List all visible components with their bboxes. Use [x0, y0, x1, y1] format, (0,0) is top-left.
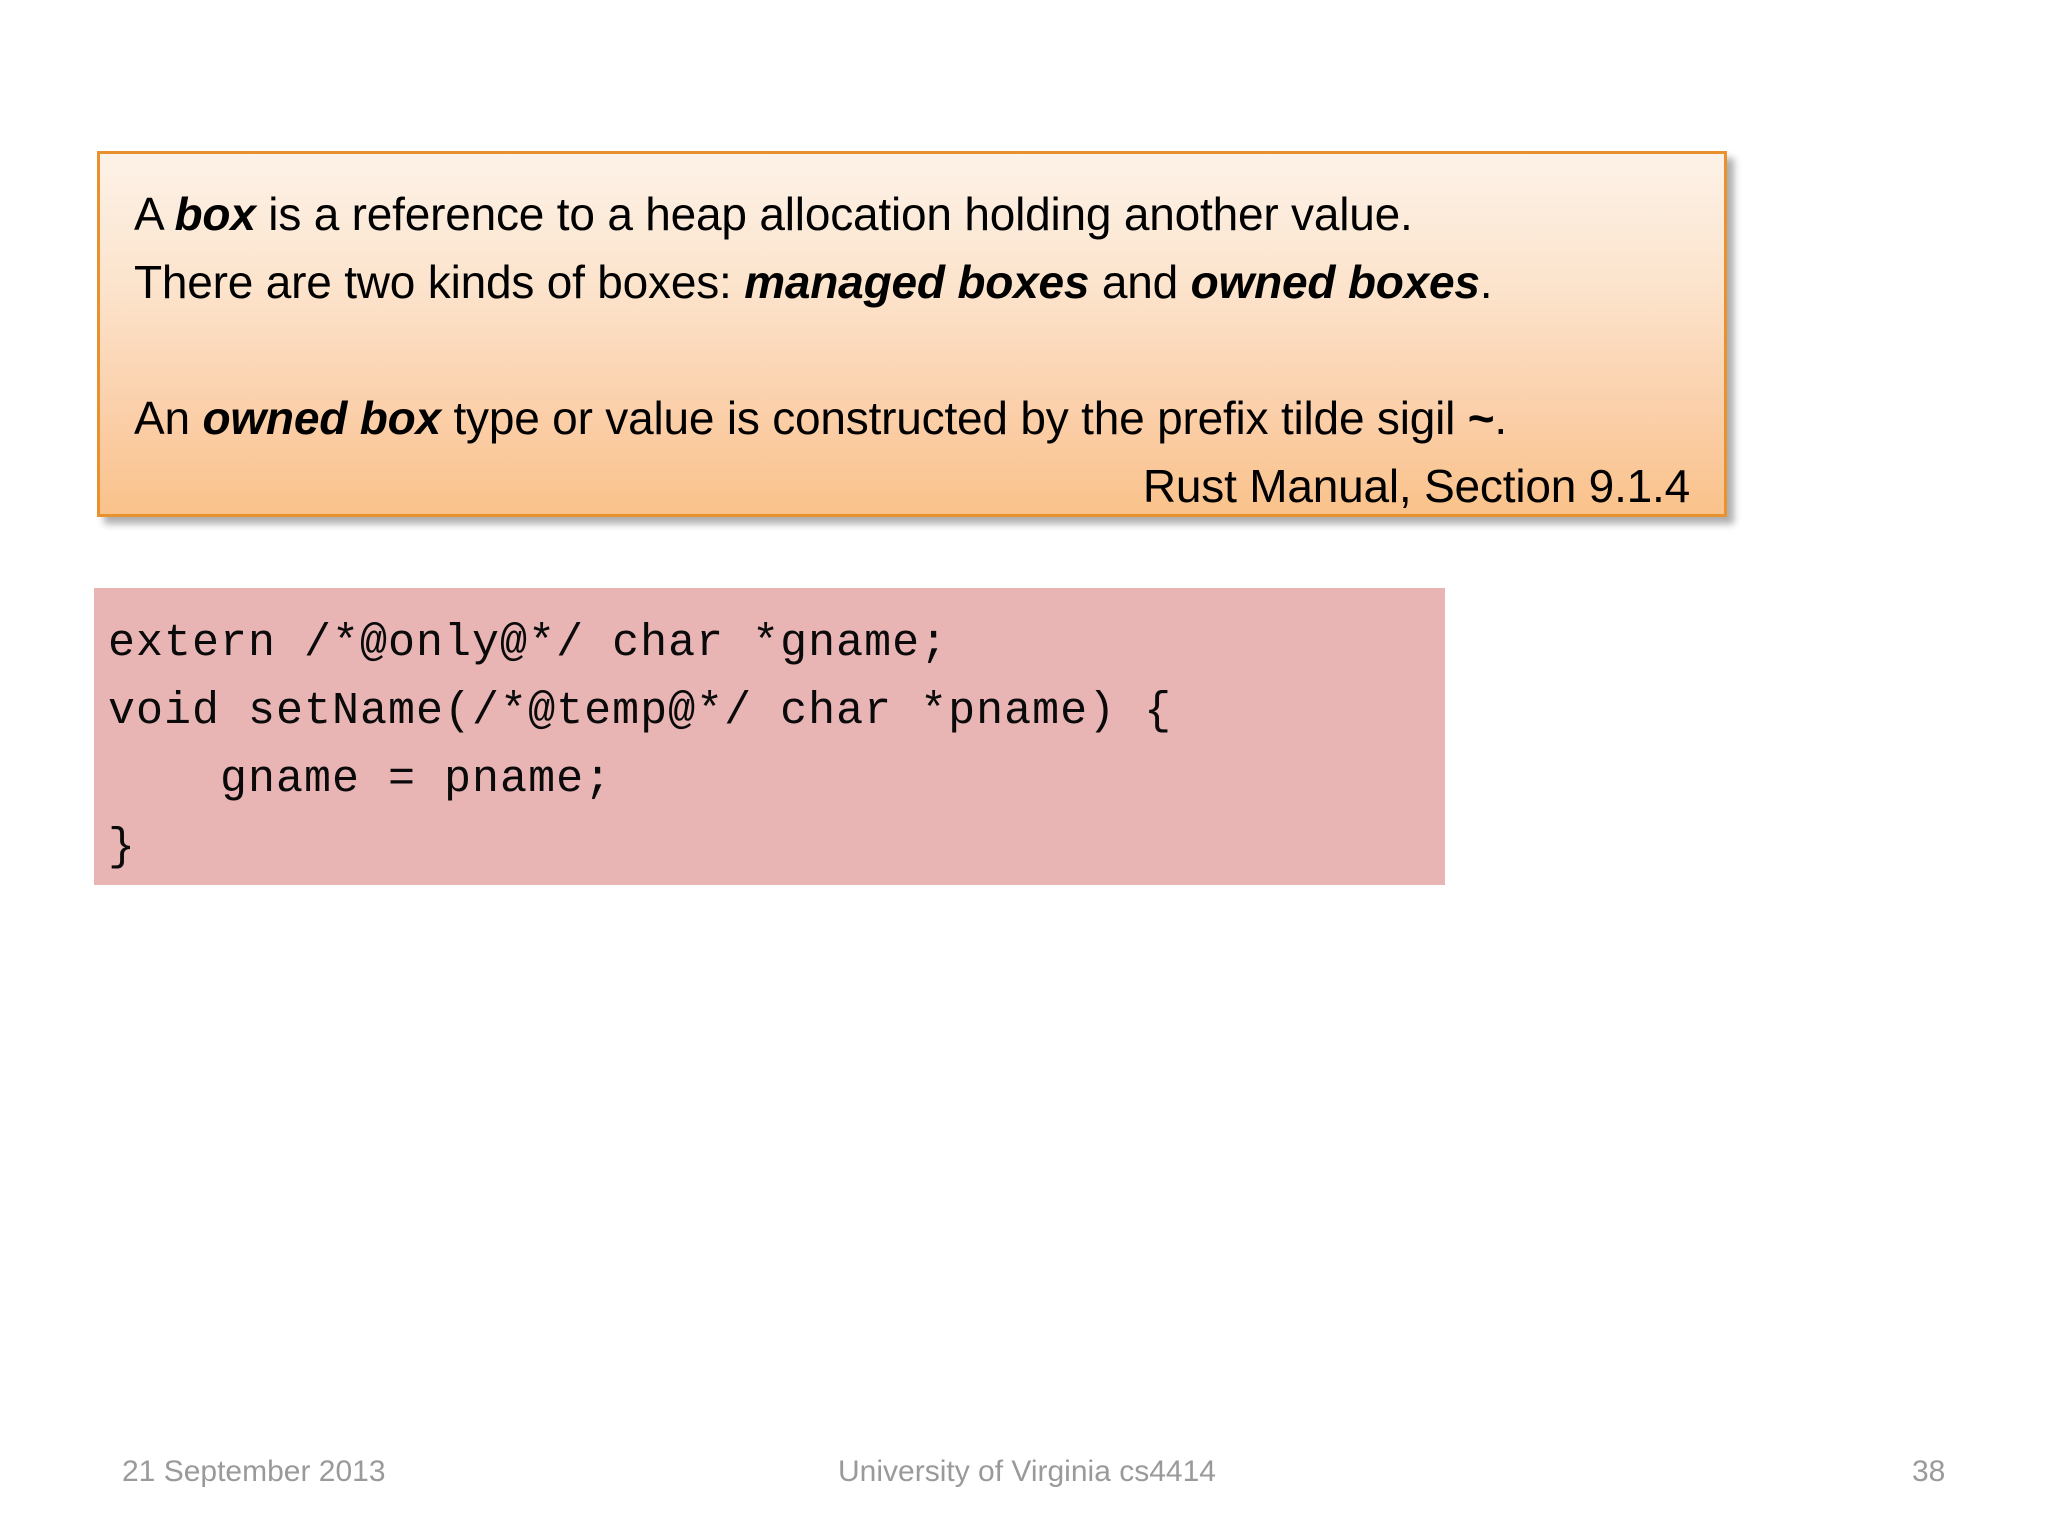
quote-line-1: A box is a reference to a heap allocatio… — [134, 180, 1690, 248]
slide-footer: 21 September 2013 University of Virginia… — [0, 1455, 2048, 1515]
quote-line-3-mid: type or value is constructed by the pref… — [440, 392, 1468, 444]
quote-line-1-emphasis-box: box — [174, 188, 256, 240]
code-block: extern /*@only@*/ char *gname; void setN… — [94, 588, 1445, 885]
quote-line-3: An owned box type or value is constructe… — [134, 384, 1690, 452]
footer-date: 21 September 2013 — [122, 1455, 386, 1488]
quote-line-2: There are two kinds of boxes: managed bo… — [134, 248, 1690, 316]
quote-attribution: Rust Manual, Section 9.1.4 — [1142, 460, 1690, 512]
code-line-1: extern /*@only@*/ char *gname; — [108, 618, 949, 669]
code-line-4: } — [108, 822, 137, 873]
quote-line-3-post: . — [1494, 392, 1507, 444]
footer-page-number: 38 — [1912, 1455, 1946, 1488]
quote-line-2-pre: There are two kinds of boxes: — [134, 256, 745, 308]
code-line-3: gname = pname; — [108, 754, 613, 805]
footer-course-label: University of Virginia cs4414 — [838, 1455, 1216, 1488]
quote-line-2-emphasis-managed-boxes: managed boxes — [744, 256, 1090, 308]
quote-line-2-mid: and — [1089, 256, 1191, 308]
quote-callout-box: A box is a reference to a heap allocatio… — [97, 151, 1727, 517]
quote-line-3-pre: An — [134, 392, 203, 444]
tilde-sigil: ~ — [1467, 392, 1495, 444]
quote-line-2-emphasis-owned-boxes: owned boxes — [1190, 256, 1480, 308]
code-line-2: void setName(/*@temp@*/ char *pname) { — [108, 686, 1173, 737]
quote-line-1-pre: A — [134, 188, 175, 240]
quote-line-2-post: . — [1479, 256, 1493, 308]
quote-line-1-post: is a reference to a heap allocation hold… — [255, 188, 1413, 240]
quote-line-3-emphasis-owned-box: owned box — [202, 392, 441, 444]
quote-blank-line — [134, 316, 1690, 384]
